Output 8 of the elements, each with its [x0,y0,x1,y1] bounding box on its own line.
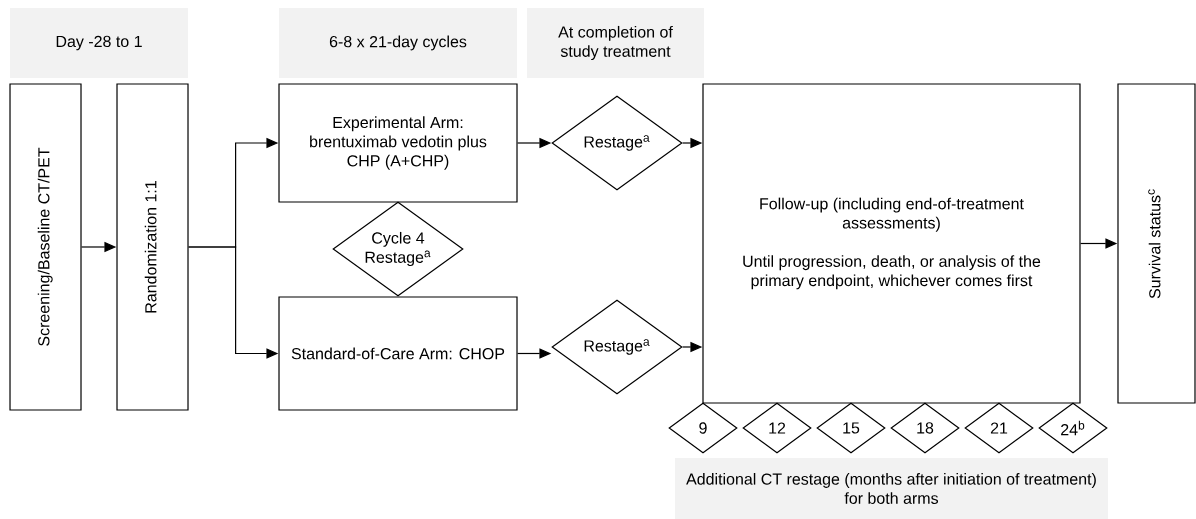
process-box: Screening/Baseline CT/PET [9,83,82,411]
header-band: 6-8 x 21-day cycles [279,8,517,78]
process-box: Follow-up (including end-of-treatment assessments) Until progression, death, or analysis of the primary endpoint, whichever comes first [702,83,1081,404]
header-band: Day -28 to 1 [10,8,188,78]
note-band: Additional CT restage (months after initiation of treatment) for both arms [675,458,1108,519]
process-box: Randomization 1:1 [116,83,189,411]
process-box: Survival status$^{c}$ [1117,83,1196,404]
header-band: At completion of study treatment [527,8,704,78]
